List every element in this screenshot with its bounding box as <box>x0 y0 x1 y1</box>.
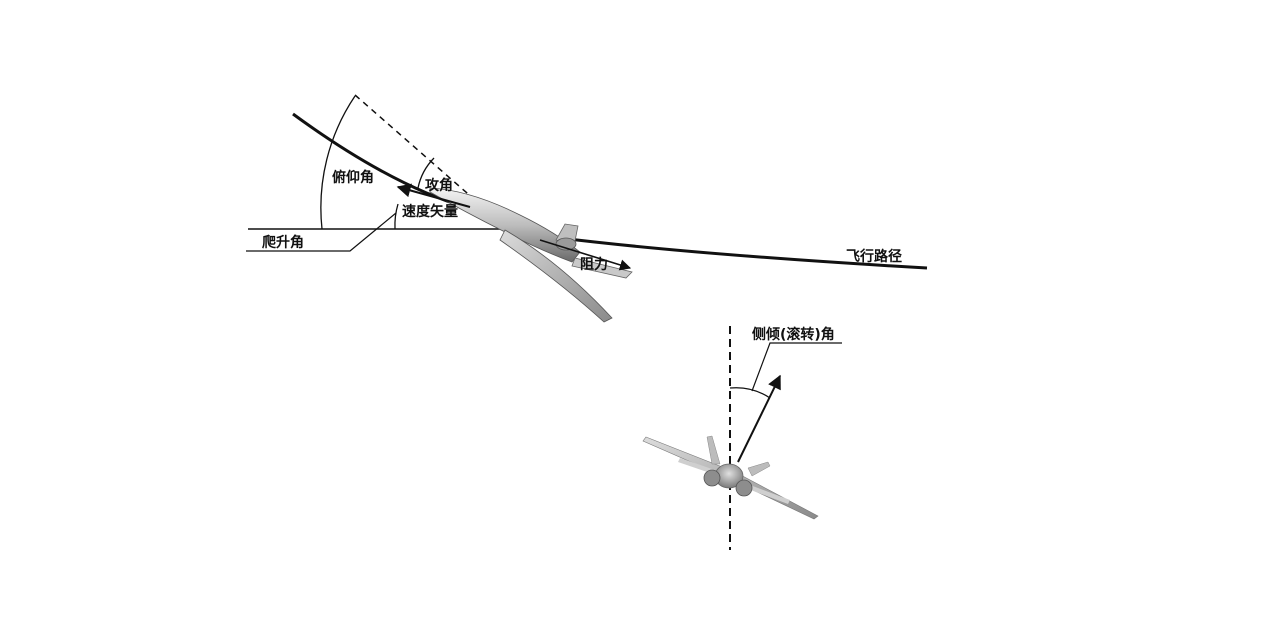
attack-angle-label: 攻角 <box>425 177 453 194</box>
velocity-vector-arrow <box>396 183 471 208</box>
climb-angle-leader-line <box>246 212 397 252</box>
aircraft-front-view <box>642 435 819 520</box>
aircraft-side-view <box>429 187 633 323</box>
flight-path-label: 飞行路径 <box>846 248 902 265</box>
bank-angle-arc <box>729 387 771 399</box>
drag-label: 阻力 <box>580 256 608 273</box>
pitch-angle-arc <box>320 95 356 230</box>
bank-angle-label: 侧倾(滚转)角 <box>752 326 835 343</box>
climb-angle-arc <box>394 203 399 230</box>
pitch-angle-label: 俯仰角 <box>332 169 374 186</box>
lift-direction-arrow <box>737 374 781 463</box>
attack-angle-arc <box>417 157 435 189</box>
bank-angle-leader-line <box>751 342 842 392</box>
climb-angle-label: 爬升角 <box>262 234 304 251</box>
flight-path-curve <box>292 112 928 270</box>
drag-arrow <box>539 239 632 271</box>
velocity-vector-label: 速度矢量 <box>402 203 458 220</box>
